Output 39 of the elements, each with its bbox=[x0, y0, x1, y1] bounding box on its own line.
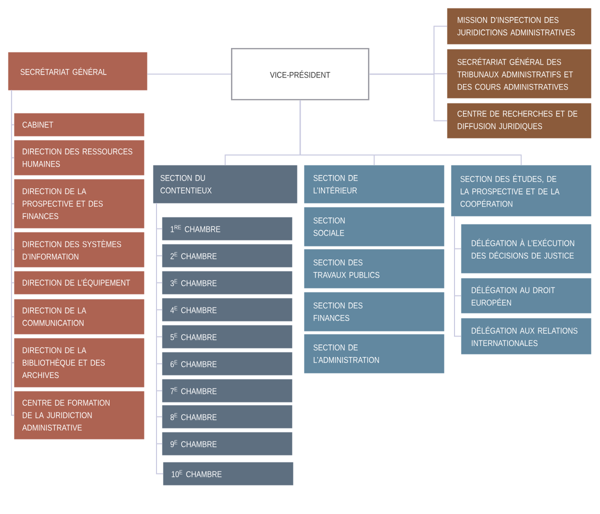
org-box: SECTION DES FINANCES bbox=[304, 292, 444, 332]
org-box: 10$^{E}$ CHAMBRE bbox=[163, 462, 294, 486]
connector-line bbox=[11, 90, 14, 416]
org-box: 2$^{E}$ CHAMBRE bbox=[162, 244, 292, 268]
org-box: 3$^{E}$ CHAMBRE bbox=[162, 271, 292, 294]
org-box: DÉLÉGATION AUX RELATIONS INTERNATIONALES bbox=[461, 318, 592, 354]
org-box: 6$^{E}$ CHAMBRE bbox=[162, 352, 292, 376]
connector-line bbox=[368, 74, 448, 122]
org-box: DIRECTION DE L’ÉQUIPEMENT bbox=[14, 271, 144, 294]
org-box: 7$^{E}$ CHAMBRE bbox=[162, 379, 292, 402]
org-box: DIRECTION DE LA COMMUNICATION bbox=[14, 299, 144, 334]
org-box: 4$^{E}$ CHAMBRE bbox=[162, 298, 292, 322]
org-box: SECTION SOCIALE bbox=[304, 207, 444, 246]
org-box: SECTION DE L’ADMINISTRATION bbox=[304, 334, 444, 374]
org-box: 9$^{E}$ CHAMBRE bbox=[162, 432, 292, 456]
org-box: SECTION DES ÉTUDES, DE LA PROSPECTIVE ET DE LA COOPÉRATION bbox=[451, 165, 592, 216]
connector-line bbox=[146, 74, 232, 75]
org-box: SECTION DE L’INTÉRIEUR bbox=[304, 165, 444, 204]
connector-line bbox=[156, 202, 164, 474]
org-box: SECRÉTARIAT GÉNÉRAL DES TRIBUNAUX ADMINISTRATIFS ET DES COURS ADMINISTRATIVES bbox=[447, 49, 592, 98]
org-box: CABINET bbox=[14, 113, 144, 136]
org-box: 8$^{E}$ CHAMBRE bbox=[162, 405, 292, 428]
org-box: SECRÉTARIAT GÉNÉRAL bbox=[8, 52, 148, 90]
org-box: SECTION DES TRAVAUX PUBLICS bbox=[304, 249, 444, 288]
org-box: CENTRE DE FORMATION DE LA JURIDICTION ADMINISTRATIVE bbox=[14, 391, 144, 440]
org-box: 1$^{RE}$ CHAMBRE bbox=[162, 217, 292, 240]
org-box: SECTION DU CONTENTIEUX bbox=[153, 165, 298, 204]
org-box: DIRECTION DE LA PROSPECTIVE ET DES FINANCES bbox=[14, 179, 144, 228]
org-box: MISSION D’INSPECTION DES JURIDICTIONS ADMINISTRATIVES bbox=[447, 8, 592, 44]
org-box: DIRECTION DES RESSOURCES HUMAINES bbox=[14, 140, 144, 176]
org-box: DIRECTION DES SYSTÈMES D’INFORMATION bbox=[14, 232, 144, 268]
connector-line bbox=[300, 100, 522, 166]
org-box: VICE-PRÉSIDENT bbox=[231, 48, 370, 100]
connector-line bbox=[454, 216, 462, 337]
org-box: 5$^{E}$ CHAMBRE bbox=[162, 325, 292, 348]
org-box: CENTRE DE RECHERCHES ET DE DIFFUSION JURIDIQUES bbox=[447, 103, 592, 138]
org-box: DIRECTION DE LA BIBLIOTHÈQUE ET DES ARCHIVES bbox=[14, 338, 144, 388]
org-box: DÉLÉGATION AU DROIT EUROPÉEN bbox=[461, 278, 592, 314]
org-box: DÉLÉGATION À L’EXÉCUTION DES DÉCISIONS DE JUSTICE bbox=[461, 224, 592, 274]
